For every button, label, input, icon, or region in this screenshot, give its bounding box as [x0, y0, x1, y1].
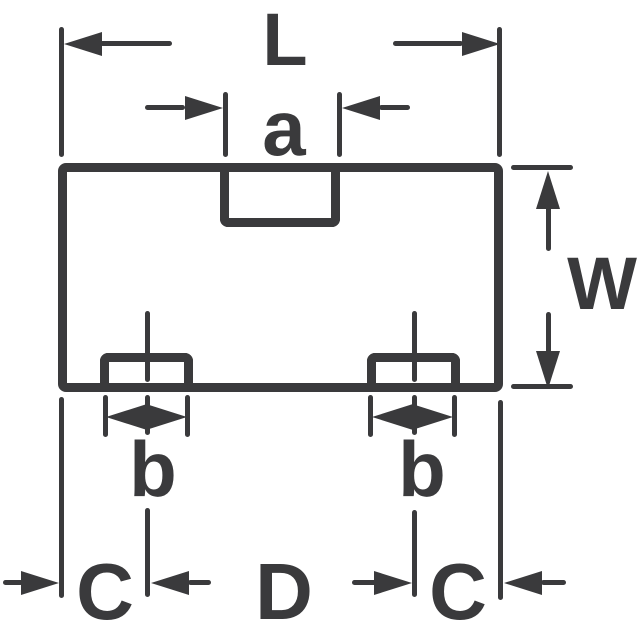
c-dim-left-inner-arrowhead	[151, 571, 189, 595]
dim-label-length: L	[262, 0, 308, 81]
b-dim-arrowhead-right-pad-right	[412, 404, 453, 430]
c-dim-right-inner-arrowhead	[374, 571, 412, 595]
l-dim-arrowhead-left	[64, 32, 102, 56]
l-dim-extension-line-left	[59, 27, 64, 157]
dim-label-notch-width: a	[262, 84, 306, 172]
top-notch-outline	[220, 166, 340, 227]
l-dim-arrow-line-left	[100, 41, 172, 46]
l-dim-arrowhead-right	[462, 32, 500, 56]
a-dim-arrow-line-left	[145, 105, 185, 110]
dim-label-pad-width-right: b	[398, 425, 446, 513]
b-dim-extension-left-pad-left	[103, 395, 108, 437]
a-dim-arrowhead-left	[185, 96, 223, 120]
c-dim-left-inner-arrow-line	[188, 580, 211, 585]
c-dim-left-outer-arrowhead	[21, 571, 59, 595]
dim-label-body-width: W	[567, 242, 637, 325]
w-dim-arrowhead-down	[536, 351, 560, 389]
b-dim-arrowhead-right-pad-left	[372, 404, 413, 430]
b-dim-extension-right-pad-right	[452, 395, 457, 437]
dim-label-pad-pitch: D	[255, 547, 313, 636]
w-dim-arrowhead-up	[536, 171, 560, 209]
w-dim-arrow-line-up	[546, 205, 551, 251]
component-body-outline	[58, 163, 503, 392]
right-pad-centerline-upper	[412, 311, 417, 382]
b-dim-extension-left-pad-right	[185, 395, 190, 437]
c-dim-left-outer-arrow-line	[3, 580, 23, 585]
a-dim-extension-line-left	[223, 92, 228, 157]
c-dim-right-outer-arrowhead	[504, 571, 542, 595]
w-dim-arrow-line-down	[546, 312, 551, 353]
dim-label-pad-width-left: b	[129, 425, 177, 513]
b-dim-extension-right-pad-left	[368, 395, 373, 437]
a-dim-extension-line-right	[337, 92, 342, 157]
dim-label-edge-to-pad-left: C	[76, 547, 134, 636]
l-dim-extension-line-right	[497, 27, 502, 157]
b-dim-arrowhead-left-pad-left	[106, 404, 147, 430]
a-dim-arrow-line-right	[379, 105, 410, 110]
left-pad-centerline-lower	[145, 508, 150, 597]
c-dim-extension-line-left	[59, 397, 64, 598]
w-dim-tick-top	[511, 165, 573, 170]
c-dim-extension-line-right	[498, 400, 503, 600]
dim-label-edge-to-pad-right: C	[429, 547, 487, 636]
c-dim-right-inner-arrow-line	[352, 580, 377, 585]
b-dim-arrowhead-left-pad-right	[146, 404, 187, 430]
left-pad-centerline-upper	[145, 311, 150, 382]
c-dim-right-outer-arrow-line	[541, 580, 566, 585]
right-pad-centerline-lower	[412, 510, 417, 597]
a-dim-arrowhead-right	[342, 96, 380, 120]
l-dim-arrow-line-right	[393, 41, 463, 46]
